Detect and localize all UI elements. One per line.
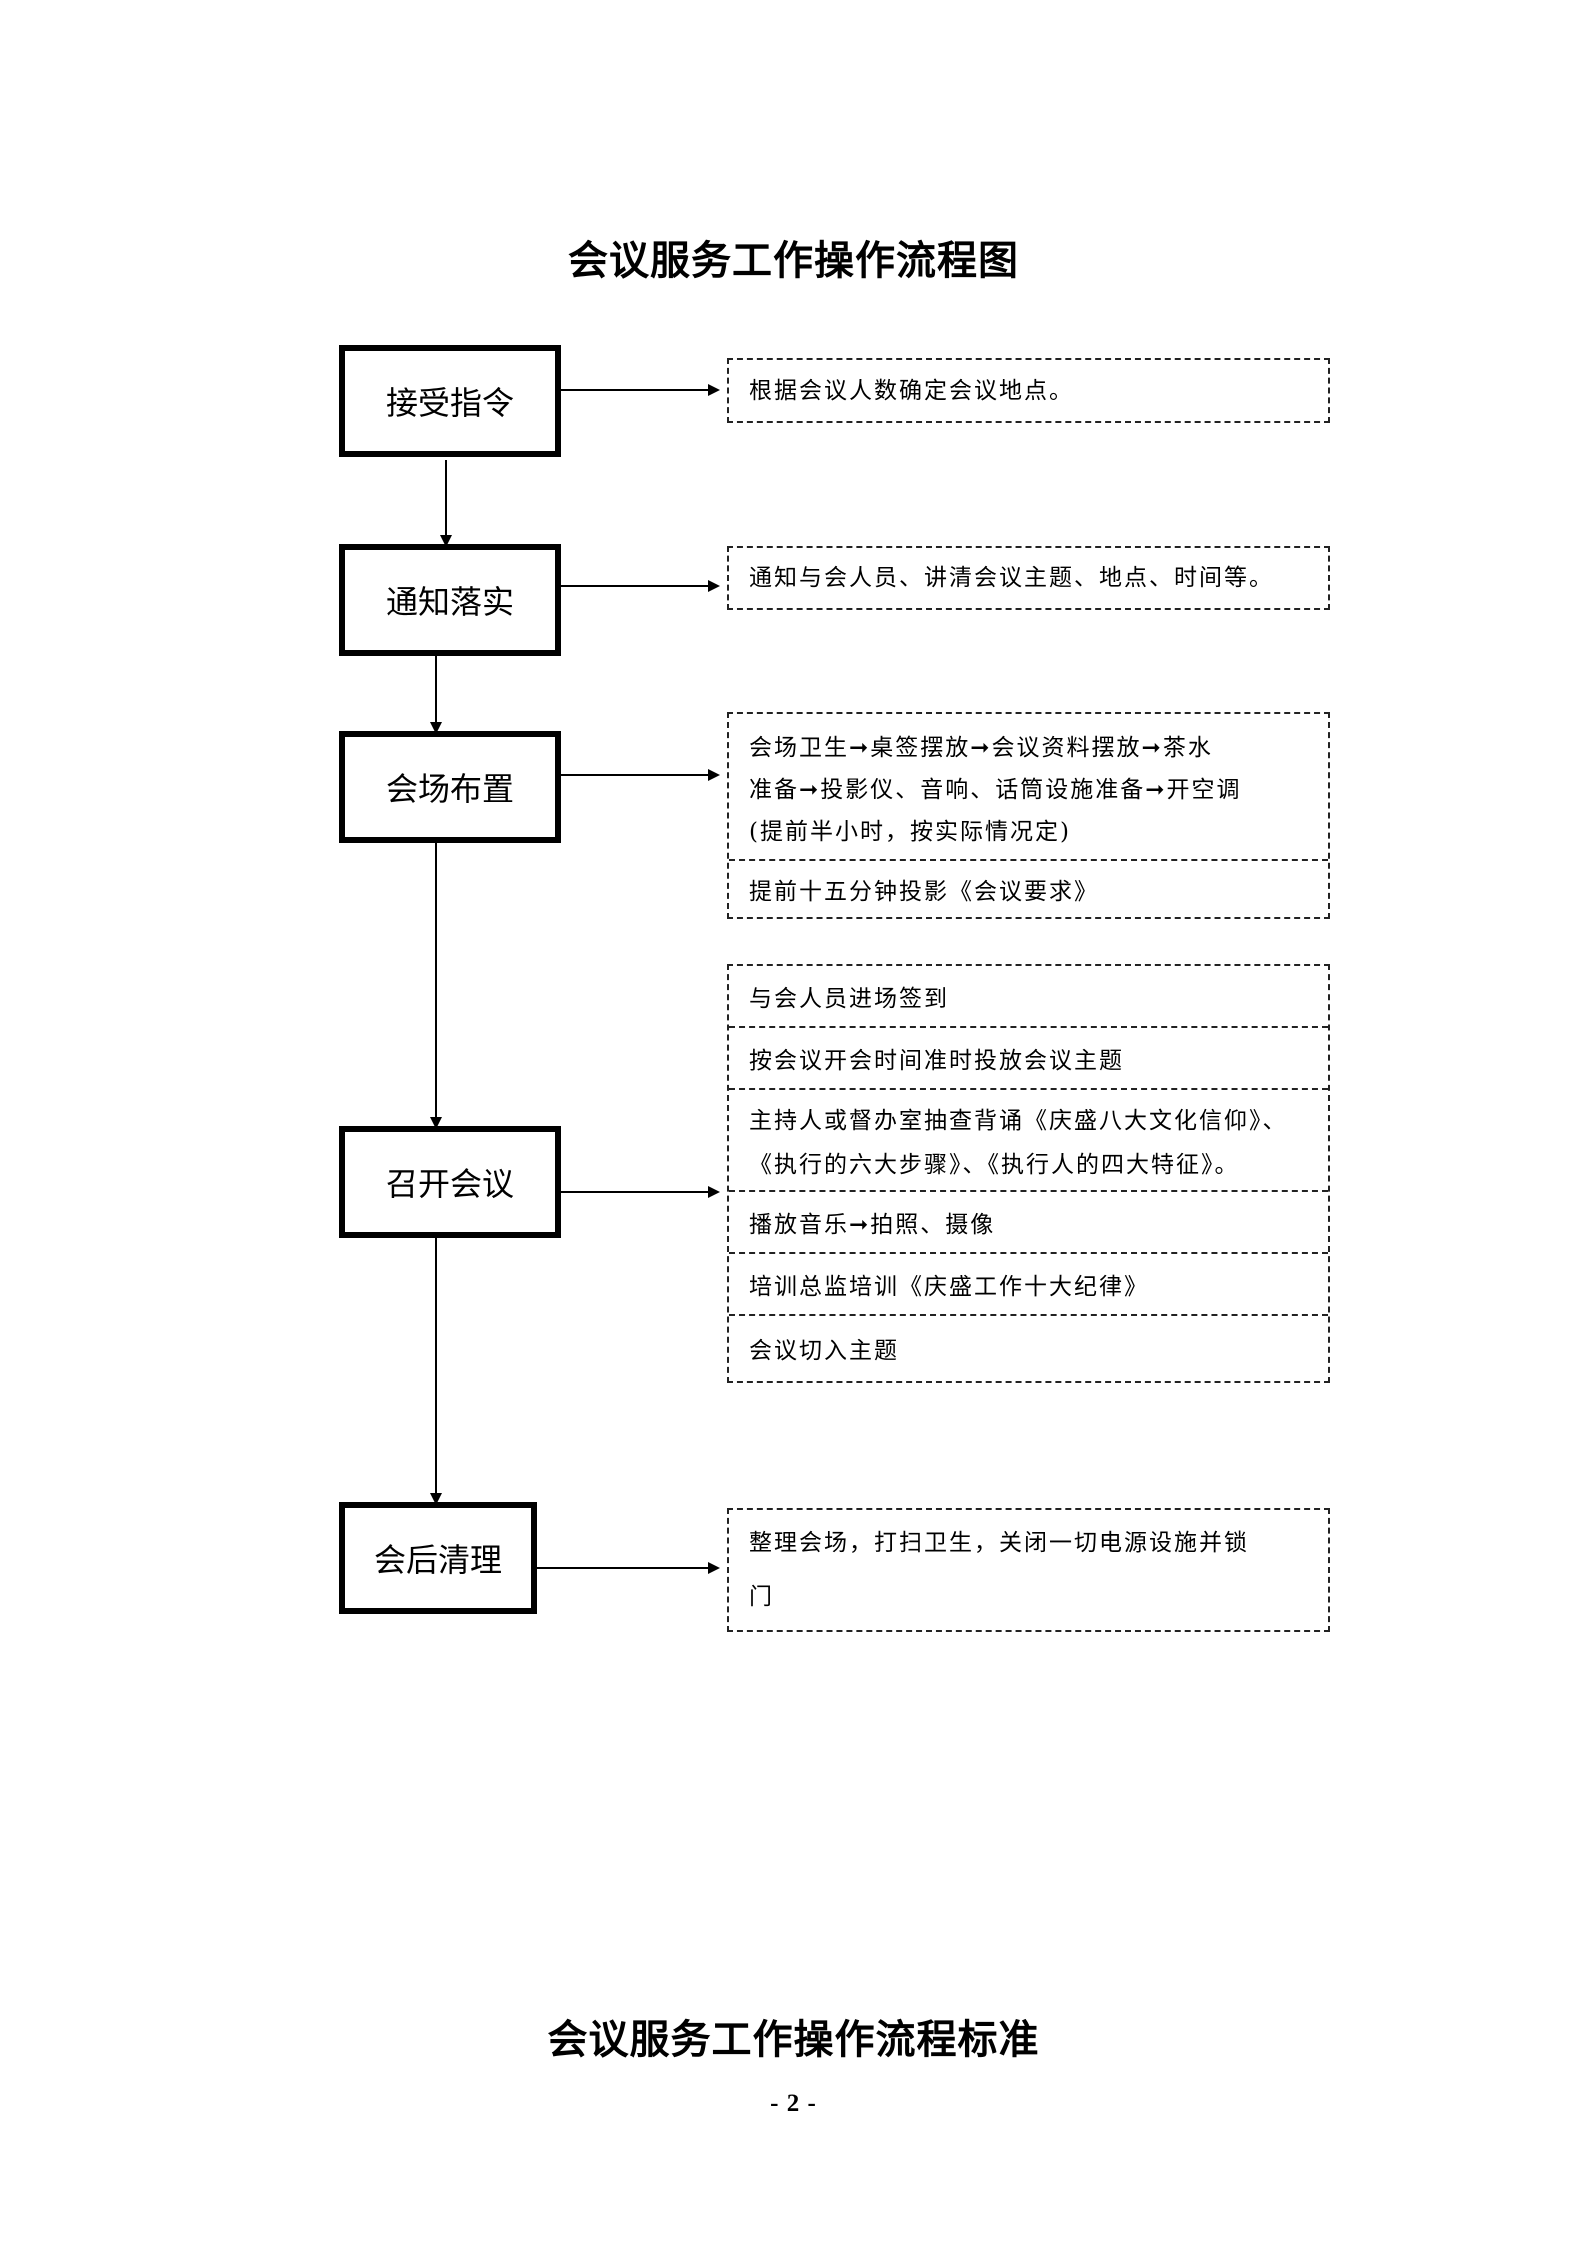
- page-title: 会议服务工作操作流程图: [568, 238, 1019, 284]
- step-4-label: 召开会议: [385, 1165, 514, 1203]
- note-step-4-item-2: 按会议开会时间准时投放会议主题: [729, 1028, 1328, 1090]
- note-step-4-item-2-text: 按会议开会时间准时投放会议主题: [749, 1048, 1124, 1074]
- note-step-4-item-1-text: 与会人员进场签到: [749, 986, 949, 1012]
- note-step-5-line-2: 门: [749, 1584, 774, 1610]
- step-4-box: 召开会议: [339, 1126, 561, 1238]
- step-5-label: 会后清理: [373, 1541, 502, 1579]
- step-2-label: 通知落实: [385, 583, 514, 621]
- note-step-4-item-5: 培训总监培训《庆盛工作十大纪律》: [729, 1254, 1328, 1316]
- step-1-box: 接受指令: [339, 345, 561, 457]
- step-3-box: 会场布置: [339, 731, 561, 843]
- note-step-4-item-3: 主持人或督办室抽查背诵《庆盛八大文化信仰》、 《执行的六大步骤》、《执行人的四大…: [729, 1090, 1328, 1192]
- step-3-label: 会场布置: [385, 770, 514, 808]
- note-step-1-text: 根据会议人数确定会议地点。: [749, 377, 1074, 404]
- note-step-4: 与会人员进场签到 按会议开会时间准时投放会议主题 主持人或督办室抽查背诵《庆盛八…: [727, 964, 1330, 1383]
- note-step-4-item-3-line-1: 主持人或督办室抽查背诵《庆盛八大文化信仰》、: [749, 1108, 1288, 1134]
- step-1-label: 接受指令: [385, 384, 514, 422]
- note-step-2-text: 通知与会人员、讲清会议主题、地点、时间等。: [749, 565, 1274, 591]
- note-step-3-setup: 会场卫生➞桌签摆放➞会议资料摆放➞茶水 准备➞投影仪、音响、话筒设施准备➞开空调…: [729, 714, 1328, 861]
- note-step-4-item-6-text: 会议切入主题: [749, 1337, 899, 1364]
- note-step-1: 根据会议人数确定会议地点。: [727, 358, 1330, 423]
- note-step-5-line-1: 整理会场，打扫卫生，关闭一切电源设施并锁: [749, 1530, 1249, 1556]
- note-step-2: 通知与会人员、讲清会议主题、地点、时间等。: [727, 546, 1330, 610]
- note-step-3-projection: 提前十五分钟投影《会议要求》: [729, 861, 1328, 917]
- note-step-3-line-1: 会场卫生➞桌签摆放➞会议资料摆放➞茶水: [749, 734, 1213, 761]
- note-step-5: 整理会场，打扫卫生，关闭一切电源设施并锁 门: [727, 1508, 1330, 1632]
- step-5-box: 会后清理: [339, 1502, 537, 1614]
- note-step-4-item-1: 与会人员进场签到: [729, 966, 1328, 1028]
- note-step-4-item-4: 播放音乐➞拍照、摄像: [729, 1192, 1328, 1254]
- note-step-4-item-6: 会议切入主题: [729, 1316, 1328, 1379]
- footer-title: 会议服务工作操作流程标准: [547, 2017, 1040, 2063]
- note-step-4-item-4-text: 播放音乐➞拍照、摄像: [749, 1212, 996, 1238]
- note-step-3: 会场卫生➞桌签摆放➞会议资料摆放➞茶水 准备➞投影仪、音响、话筒设施准备➞开空调…: [727, 712, 1330, 919]
- note-step-3-extra: 提前十五分钟投影《会议要求》: [749, 879, 1099, 905]
- note-step-3-line-2: 准备➞投影仪、音响、话筒设施准备➞开空调: [749, 776, 1242, 803]
- page-number: - 2 -: [770, 2090, 817, 2117]
- step-2-box: 通知落实: [339, 544, 561, 656]
- note-step-4-item-3-line-2: 《执行的六大步骤》、《执行人的四大特征》。: [749, 1152, 1240, 1178]
- note-step-3-line-3: (提前半小时，按实际情况定): [749, 818, 1071, 845]
- note-step-4-item-5-text: 培训总监培训《庆盛工作十大纪律》: [749, 1274, 1149, 1300]
